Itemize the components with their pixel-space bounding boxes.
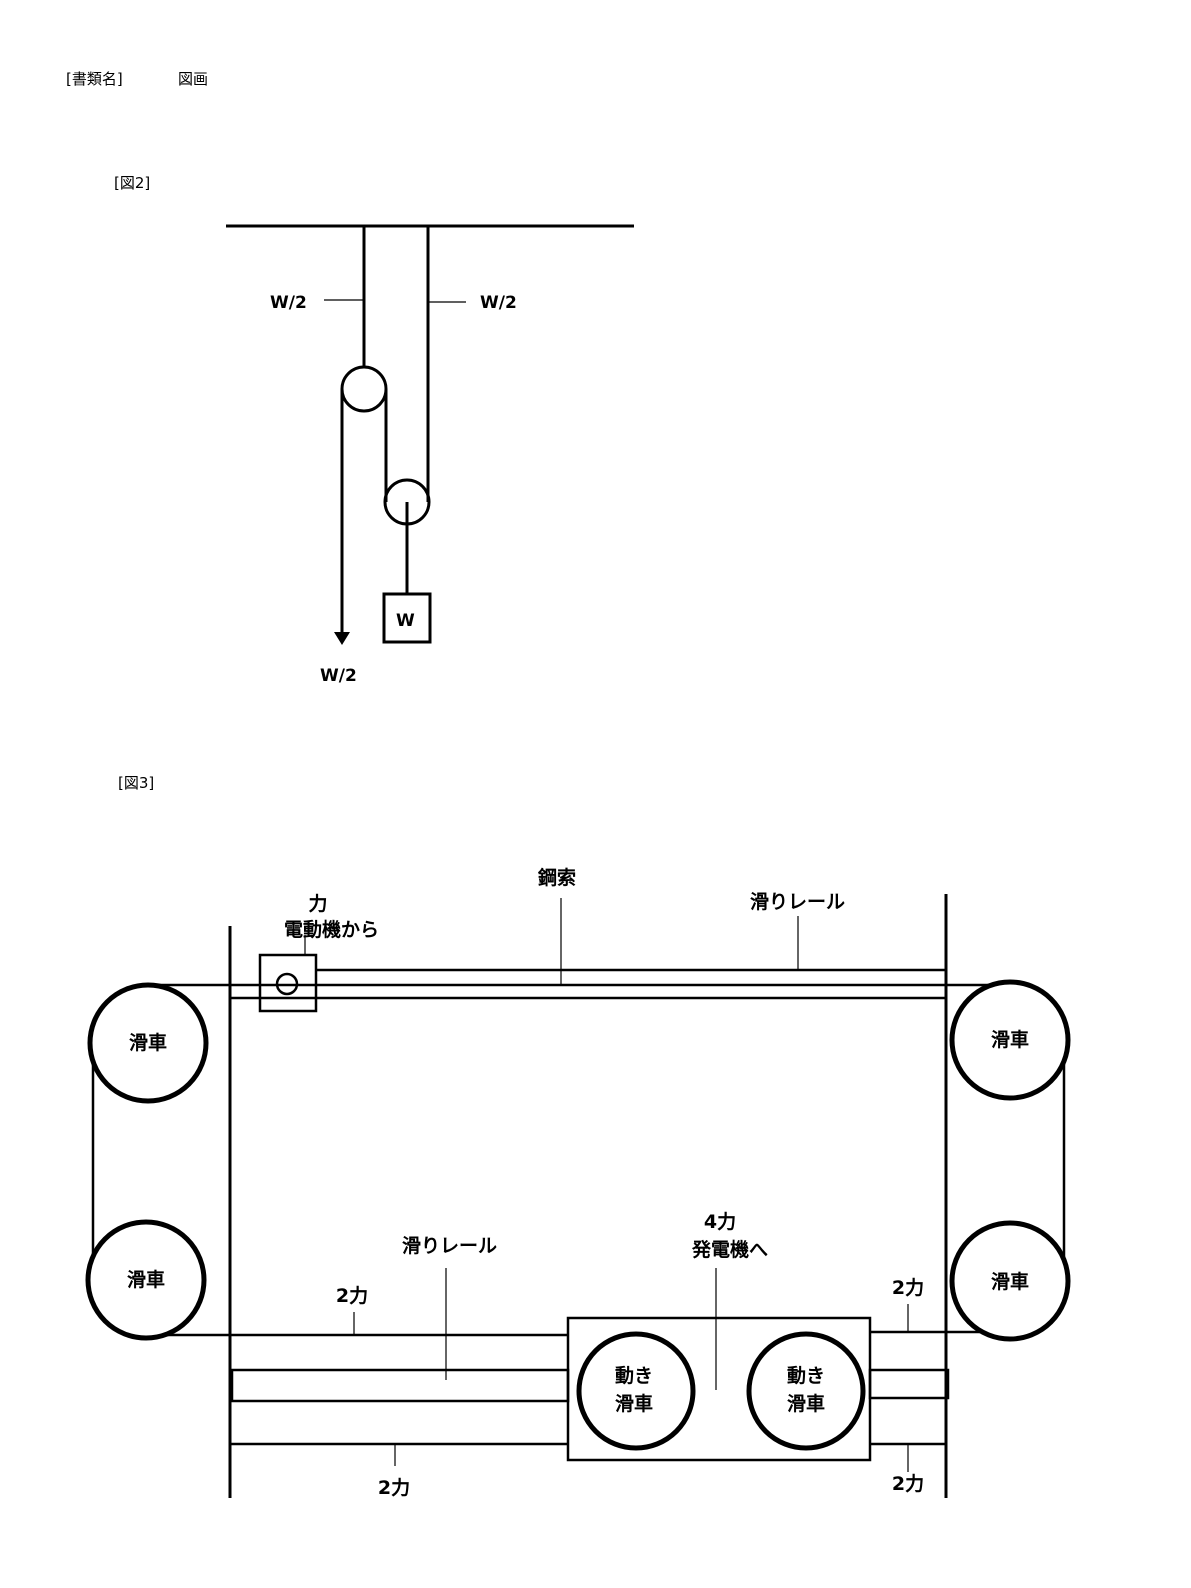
figure3-caption: [図3] <box>118 774 155 792</box>
figure2-caption: [図2] <box>114 174 151 192</box>
arrow-head-icon <box>334 632 350 645</box>
force-2-lower-right-label: 2力 <box>892 1472 924 1495</box>
moving-pulley-left-line2: 滑車 <box>615 1392 653 1415</box>
pulley-top-right <box>949 979 1071 1101</box>
moving-pulley-right-line2: 滑車 <box>787 1392 825 1415</box>
wire-rope-label: 鋼索 <box>537 866 576 889</box>
pulley-tr-label: 滑車 <box>991 1028 1029 1051</box>
rail-top-label: 滑りレール <box>750 891 845 913</box>
rail-bottom-left <box>230 1368 570 1403</box>
carriage-pin-icon <box>275 972 299 996</box>
tension-right-label: W/2 <box>480 293 517 313</box>
pulley-bottom-right <box>949 1220 1071 1342</box>
moving-pulley-left <box>576 1331 696 1451</box>
to-generator-label: 発電機へ <box>691 1238 768 1261</box>
moving-pulley-right <box>746 1331 866 1451</box>
pulley-br-label: 滑車 <box>991 1270 1029 1293</box>
pull-force-label: W/2 <box>320 666 357 686</box>
motor-carriage <box>258 953 318 1013</box>
weight-label: W <box>396 611 415 631</box>
doc-type-label: [書類名] <box>66 70 123 88</box>
force-out-label: 4力 <box>704 1210 736 1233</box>
force-in-label: 力 <box>308 892 327 915</box>
force-2-upper-right-label: 2力 <box>892 1276 924 1299</box>
tension-left-label: W/2 <box>270 293 307 313</box>
moving-pulley-left-line1: 動き <box>615 1365 653 1387</box>
force-2-lower-left-label: 2力 <box>378 1476 410 1499</box>
pulley-tl-label: 滑車 <box>129 1031 167 1054</box>
weight-box <box>382 592 432 644</box>
pulley-top-left <box>87 982 209 1104</box>
pulley-bl-label: 滑車 <box>127 1268 165 1291</box>
rail-bottom-label: 滑りレール <box>402 1235 497 1257</box>
moving-carriage <box>566 1316 872 1462</box>
doc-type-value: 図画 <box>178 70 209 88</box>
force-2-upper-left-label: 2力 <box>336 1284 368 1307</box>
rail-bottom-right <box>868 1368 950 1400</box>
pulley-bottom-left <box>85 1219 207 1341</box>
from-motor-label: 電動機から <box>284 918 379 941</box>
moving-pulley-right-line1: 動き <box>787 1365 825 1387</box>
